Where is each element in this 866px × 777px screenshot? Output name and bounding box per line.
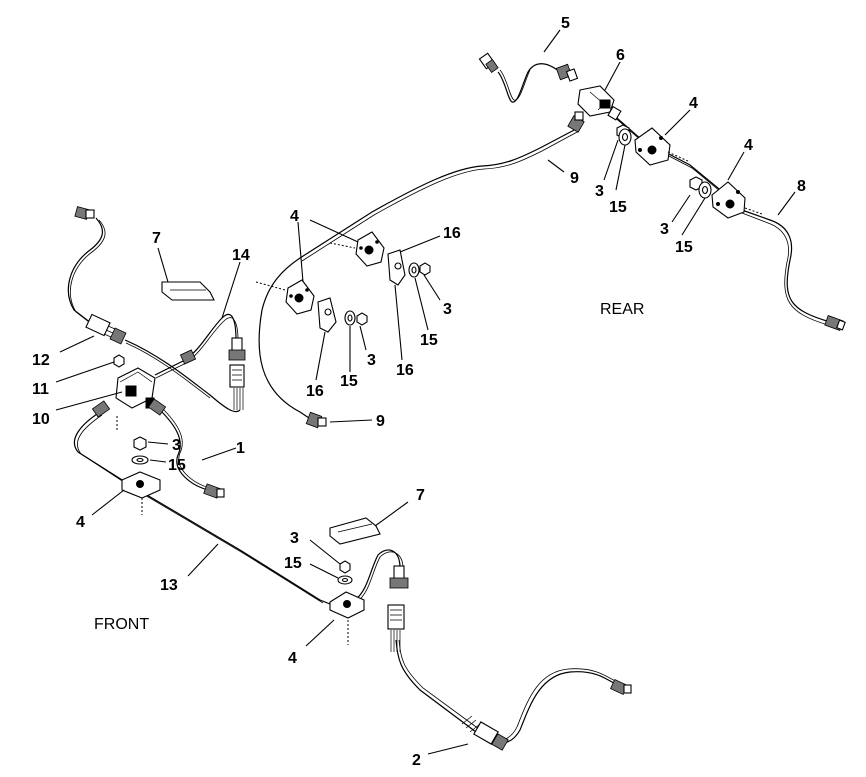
brake-line-9: [258, 127, 579, 423]
hose-end: [85, 313, 127, 345]
callout-3: 3: [290, 530, 299, 547]
hose-fitting: [228, 337, 246, 410]
nut-and-washer: [689, 176, 712, 199]
callout-16: 16: [396, 362, 414, 379]
callout-3: 3: [443, 301, 452, 318]
hose-fitting: [387, 565, 409, 652]
callout-15: 15: [609, 199, 627, 216]
clip-bracket: [329, 591, 365, 645]
brake-line-2: [395, 639, 623, 744]
callout-3: 3: [367, 352, 376, 369]
clip-bracket: [711, 181, 763, 219]
callout-7: 7: [416, 487, 425, 504]
callout-12: 12: [32, 352, 50, 369]
callout-2: 2: [412, 752, 421, 769]
tube-clip: [317, 297, 337, 333]
hose-clip: [329, 517, 381, 545]
brake-line-12: [67, 217, 103, 331]
tube-nut-fitting: [567, 111, 585, 133]
callout-16: 16: [443, 225, 461, 242]
tube-nut-fitting: [91, 398, 167, 418]
brake-lines: [67, 63, 831, 744]
brake-line-8: [741, 209, 831, 323]
callout-3: 3: [595, 183, 604, 200]
callout-4: 4: [76, 514, 85, 531]
callout-16: 16: [306, 383, 324, 400]
callout-4: 4: [290, 208, 299, 225]
nut-and-washer: [344, 310, 368, 326]
callout-9: 9: [376, 413, 385, 430]
clip-bracket: [255, 279, 315, 315]
nut-and-washer: [616, 124, 632, 146]
clip-bracket: [634, 127, 691, 166]
fittings: [74, 52, 846, 751]
proportioning-valve: [113, 354, 156, 432]
clip-bracket: [329, 231, 385, 267]
callout-10: 10: [32, 411, 50, 428]
leader-lines: [55, 29, 796, 755]
nut-and-washer: [408, 262, 431, 278]
clip-bracket: [121, 471, 161, 515]
tube-nut-fitting: [179, 349, 197, 365]
callout-15: 15: [675, 239, 693, 256]
callout-4: 4: [288, 650, 297, 667]
callout-4: 4: [744, 137, 753, 154]
callout-1: 1: [236, 440, 245, 457]
tube-nut-fitting: [555, 63, 579, 82]
tube-nut-fitting: [610, 678, 632, 696]
callout-3: 3: [660, 221, 669, 238]
callout-11: 11: [32, 381, 49, 398]
brake-line-5: [497, 63, 561, 103]
callout-8: 8: [797, 178, 806, 195]
callout-15: 15: [340, 373, 358, 390]
callout-9: 9: [570, 170, 579, 187]
tube-nut-fitting: [305, 411, 327, 429]
callout-15: 15: [168, 457, 186, 474]
callout-labels: 5 6 4 4 8 9 3 15 3 15 4 16 3 15 16 3 15 …: [32, 15, 806, 769]
hose-clip: [161, 281, 215, 301]
tube-clip: [387, 249, 406, 286]
callout-3: 3: [172, 437, 181, 454]
tube-nut-fitting: [74, 206, 95, 220]
callout-13: 13: [160, 577, 178, 594]
callout-15: 15: [284, 555, 302, 572]
callout-14: 14: [232, 247, 250, 264]
brake-line-1: [159, 409, 209, 491]
callout-15: 15: [420, 332, 438, 349]
callout-6: 6: [616, 47, 625, 64]
callout-7: 7: [152, 230, 161, 247]
region-label-front: FRONT: [94, 616, 149, 633]
tube-nut-fitting: [203, 483, 225, 499]
nut-and-washer: [131, 436, 149, 465]
tube-nut-fitting: [478, 52, 499, 73]
callout-5: 5: [561, 15, 570, 32]
brake-tee: [577, 85, 622, 121]
nut-and-washer: [337, 560, 353, 585]
region-label-rear: REAR: [600, 301, 644, 318]
callout-4: 4: [689, 95, 698, 112]
tube-nut-fitting: [824, 315, 846, 331]
brake-line-13: [73, 411, 341, 609]
hose-end: [461, 715, 509, 751]
